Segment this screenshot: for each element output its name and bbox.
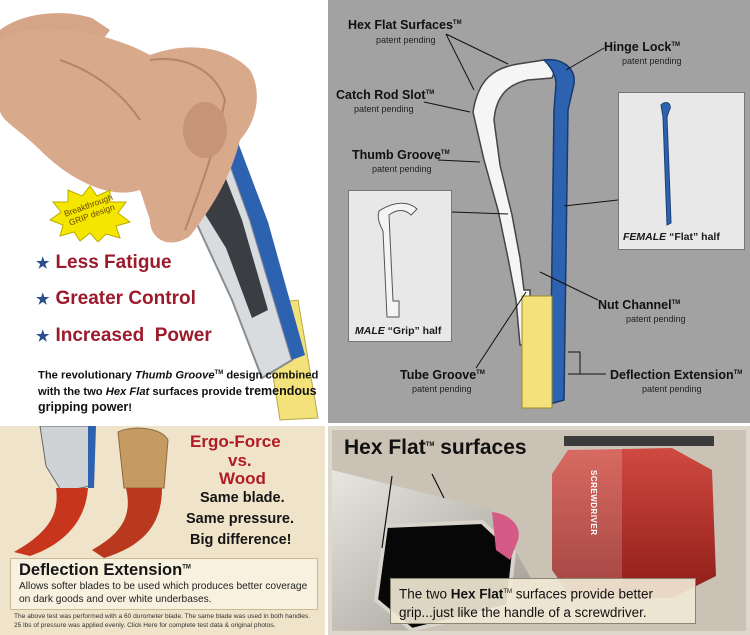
breakthrough-starburst-icon: [48, 185, 132, 242]
panel-hex-flat-surfaces: SCREWDRIVER Hex FlatTM surfaces The two …: [328, 426, 750, 635]
label-thumb-groove: Thumb GrooveTM: [352, 148, 450, 162]
male-profile-icon: [377, 202, 418, 318]
label-nut-channel: Nut ChannelTM: [598, 298, 681, 312]
bullet-increased-power: ★Increased Power: [36, 325, 212, 346]
deflection-extension-title: Deflection ExtensionTM: [19, 561, 191, 579]
title-wood: Wood: [219, 469, 266, 488]
hex-flat-caption: The two Hex FlatTM surfaces provide bett…: [390, 578, 696, 624]
patent-thumb-groove: patent pending: [372, 164, 432, 174]
label-tube-groove: Tube GrooveTM: [400, 368, 485, 382]
male-caption: MALE “Grip” half: [355, 325, 442, 337]
patent-deflection-extension: patent pending: [642, 384, 702, 394]
male-half-inset: MALE “Grip” half: [348, 190, 452, 342]
star-icon: ★: [36, 328, 50, 345]
label-hinge-lock: Hinge LockTM: [604, 40, 681, 54]
panel-grip-benefits: Breakthrough GRIP design ★Less Fatigue ★…: [0, 0, 325, 423]
profile-cross-section-diagram: [423, 33, 619, 409]
star-icon: ★: [36, 291, 50, 308]
hand-holding-handle-image: [0, 13, 319, 421]
handle-and-screwdriver-image: [332, 436, 716, 631]
title-vs: vs.: [228, 451, 252, 470]
line-same-pressure: Same pressure.: [186, 511, 295, 527]
patent-hex-flat: patent pending: [376, 35, 436, 45]
star-icon: ★: [36, 255, 50, 272]
patent-tube-groove: patent pending: [412, 384, 472, 394]
label-hex-flat-surfaces: Hex Flat SurfacesTM: [348, 18, 462, 32]
test-footnote: The above test was performed with a 60 d…: [14, 613, 311, 629]
panel-ergo-vs-wood: Ergo-Force vs. Wood Same blade. Same pre…: [0, 426, 325, 635]
bullet-greater-control: ★Greater Control: [36, 288, 196, 309]
patent-nut-channel: patent pending: [626, 314, 686, 324]
title-ergo-force: Ergo-Force: [190, 432, 281, 451]
screwdriver-label: SCREWDRIVER: [589, 470, 598, 536]
deflection-extension-body: Allows softer blades to be used which pr…: [19, 581, 308, 605]
panel-profile-diagram: FEMALE “Flat” half MALE “Grip” half Hex …: [328, 0, 750, 423]
female-profile-icon: [660, 102, 672, 226]
hex-flat-title: Hex FlatTM surfaces: [344, 436, 527, 459]
patent-hinge-lock: patent pending: [622, 56, 682, 66]
patent-catch-rod-slot: patent pending: [354, 104, 414, 114]
line-same-blade: Same blade.: [200, 490, 285, 506]
label-deflection-extension: Deflection ExtensionTM: [610, 368, 743, 382]
female-caption: FEMALE “Flat” half: [623, 231, 720, 243]
label-catch-rod-slot: Catch Rod SlotTM: [336, 88, 435, 102]
bullet-less-fatigue: ★Less Fatigue: [36, 252, 172, 273]
deflection-extension-box: Deflection ExtensionTM Allows softer bla…: [10, 558, 318, 610]
blade-comparison-image: [14, 426, 169, 558]
female-half-inset: FEMALE “Flat” half: [618, 92, 745, 250]
line-big-difference: Big difference!: [190, 532, 292, 548]
grip-description: The revolutionary Thumb GrooveTM design …: [38, 369, 319, 414]
